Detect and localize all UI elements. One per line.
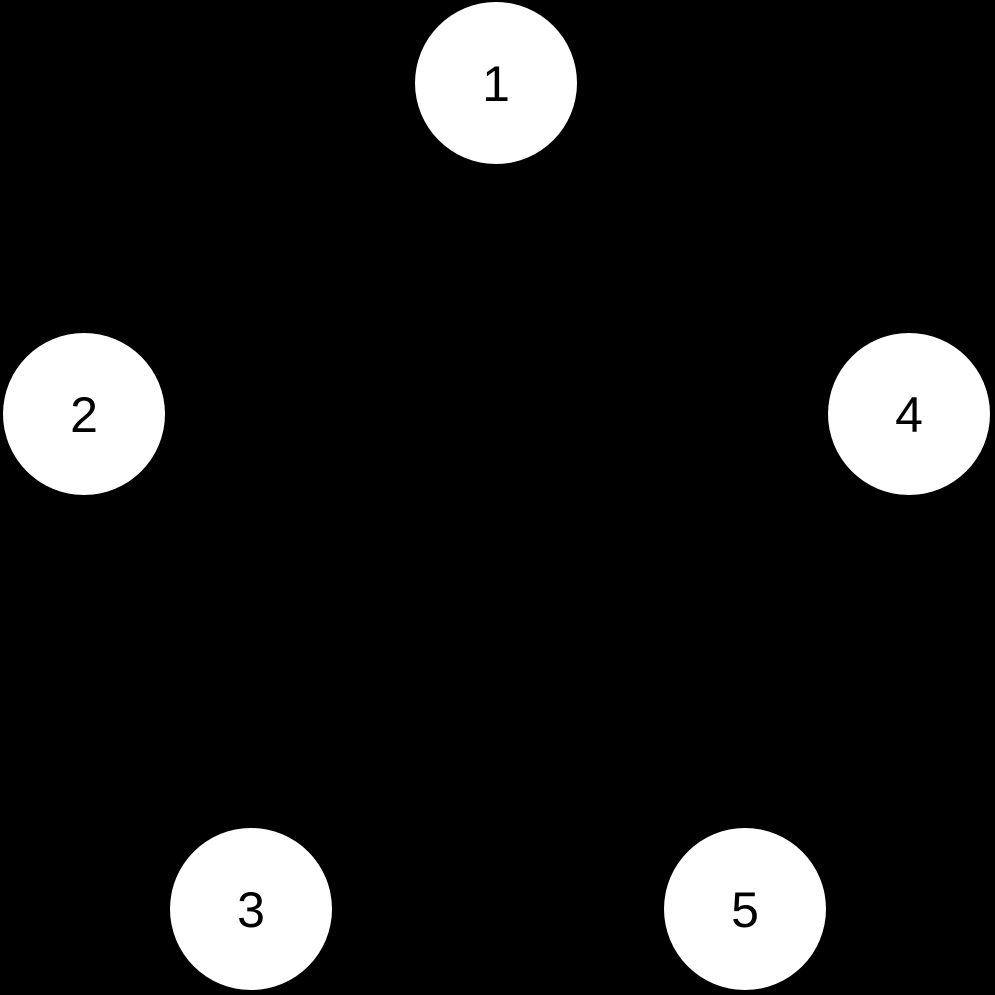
node-circle-3[interactable] <box>170 828 332 990</box>
node-circle-5[interactable] <box>664 828 826 990</box>
nodes-layer: 1 2 3 4 5 <box>3 2 990 990</box>
graph-node-4[interactable]: 4 <box>828 333 990 495</box>
graph-node-5[interactable]: 5 <box>664 828 826 990</box>
node-circle-2[interactable] <box>3 333 165 495</box>
graph-node-1[interactable]: 1 <box>415 2 577 164</box>
node-label-1: 1 <box>482 56 510 112</box>
node-label-5: 5 <box>731 882 759 938</box>
graph-node-3[interactable]: 3 <box>170 828 332 990</box>
node-circle-1[interactable] <box>415 2 577 164</box>
node-label-2: 2 <box>70 387 98 443</box>
node-label-3: 3 <box>237 882 265 938</box>
node-circle-4[interactable] <box>828 333 990 495</box>
graph-node-2[interactable]: 2 <box>3 333 165 495</box>
node-label-4: 4 <box>895 387 923 443</box>
